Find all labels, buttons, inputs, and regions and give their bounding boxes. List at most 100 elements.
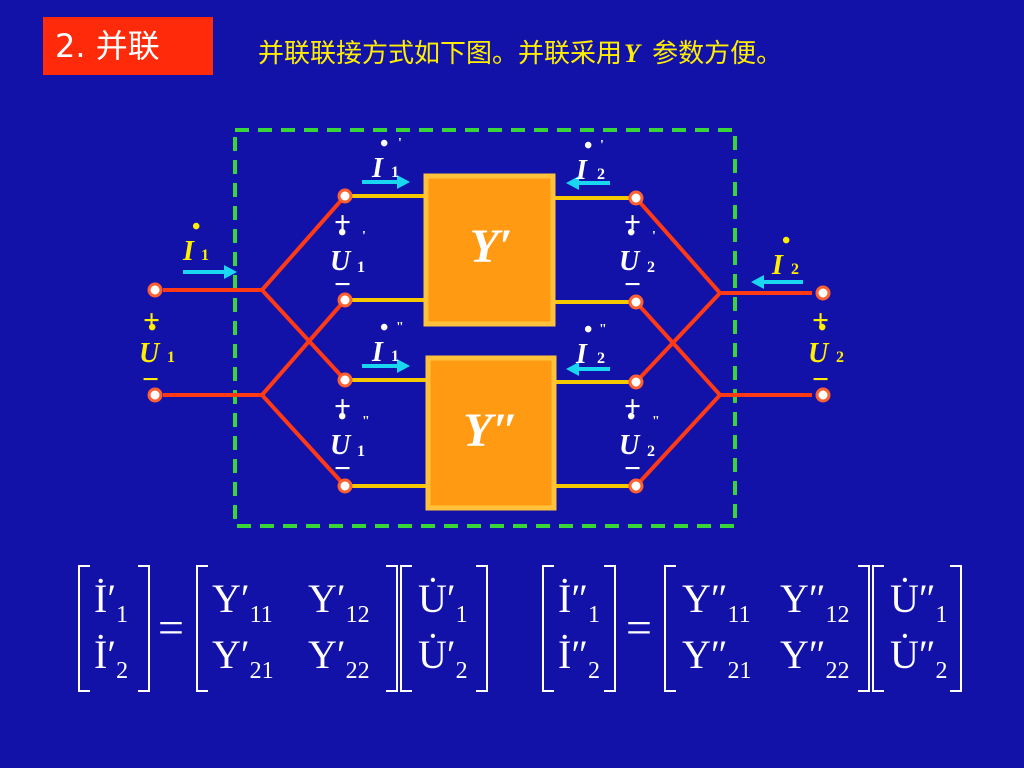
top-u1-symbol: U (330, 246, 352, 277)
bottom-u1-sub: 1 (357, 443, 365, 460)
y-matrix: Y″11 Y″12 Y″21 Y″22 (664, 565, 870, 692)
port1-current-symbol: I (182, 236, 195, 267)
port2-plus: + (812, 304, 829, 337)
top-i1-sub: 1 (391, 164, 399, 181)
two-port-box-top (423, 173, 556, 327)
top-i2-sub: 2 (597, 166, 605, 183)
svg-text:•: • (380, 131, 388, 157)
top-u1-plus: + (334, 206, 351, 239)
matrix-cell: Y″12 (780, 576, 850, 629)
terminal-port2-bottom (815, 387, 831, 403)
equation-double-prime: İ″1 İ″2 = Y″11 Y″12 Y″21 Y″22 U̇″1 U̇″2 (542, 565, 968, 695)
terminal-bottom-in-2 (337, 478, 353, 494)
bottom-u2-sub: 2 (647, 443, 655, 460)
rhs-vector: U̇″1 U̇″2 (872, 565, 962, 692)
bottom-i2-symbol: I (575, 339, 588, 370)
top-i2-mark: ' (600, 138, 604, 153)
terminal-port1-top (147, 282, 163, 298)
terminal-bottom-in-1 (337, 372, 353, 388)
equals-sign: = (626, 602, 652, 653)
matrix-cell: Y′11 (212, 576, 273, 629)
bottom-i2-mark: " (599, 322, 607, 337)
rhs-cell: U̇′1 (418, 576, 468, 629)
lhs-vector: İ′1 İ′2 (78, 565, 150, 692)
terminals (147, 188, 831, 494)
bottom-i2-sub: 2 (597, 350, 605, 367)
bottom-i1-sub: 1 (391, 348, 399, 365)
subtitle-param: Y (624, 39, 640, 68)
top-u2-mark: ' (652, 229, 656, 244)
terminal-top-in-2 (337, 292, 353, 308)
svg-text:•: • (584, 133, 592, 159)
top-u2-plus: + (624, 206, 641, 239)
bottom-u2-plus: + (624, 390, 641, 423)
matrix-cell: Y′22 (308, 632, 370, 685)
lhs-vector: İ″1 İ″2 (542, 565, 616, 692)
top-u1-sub: 1 (357, 259, 365, 276)
box-top-label: Y′ (470, 220, 513, 273)
slide-title: 2. 并联 (55, 27, 160, 65)
matrix-cell: Y′12 (308, 576, 370, 629)
terminal-top-out-2 (628, 294, 644, 310)
rhs-cell: U̇′2 (418, 632, 468, 685)
bottom-u1-symbol: U (330, 430, 352, 461)
port1-plus: + (143, 304, 160, 337)
terminal-port2-top (815, 285, 831, 301)
matrix-cell: Y′21 (212, 632, 274, 685)
dashed-enclosure (233, 128, 737, 528)
port2-current-sub: 2 (791, 261, 799, 278)
svg-text:•: • (627, 220, 635, 246)
bottom-u2-mark: " (652, 414, 660, 429)
terminal-bottom-out-1 (628, 374, 644, 390)
lhs-cell: İ″2 (558, 632, 600, 685)
top-i2-symbol: I (575, 155, 588, 186)
wires-yellow (345, 194, 636, 488)
subtitle-text-before: 并联联接方式如下图。并联采用 (258, 39, 623, 69)
port2-current-symbol: I (771, 250, 784, 281)
matrix-cell: Y″21 (682, 632, 752, 685)
box-labels: • I 1 ' • I 2 ' + • U 1 ' − + • U 2 ' − … (330, 131, 660, 485)
top-u1-minus: − (334, 268, 351, 301)
port2-voltage-symbol: U (808, 338, 830, 369)
terminal-bottom-out-2 (628, 478, 644, 494)
port2-voltage-sub: 2 (836, 349, 844, 366)
top-i1-mark: ' (398, 136, 402, 151)
port1-minus: − (142, 363, 159, 396)
top-i1-symbol: I (371, 153, 384, 184)
equals-sign: = (158, 602, 184, 653)
port1-voltage-sub: 1 (167, 349, 175, 366)
subtitle-text-after: 参数方便。 (643, 39, 783, 69)
port1-current-sub: 1 (201, 247, 209, 264)
svg-text:•: • (338, 404, 346, 430)
svg-text:•: • (192, 214, 200, 240)
top-u1-mark: ' (362, 229, 366, 244)
bottom-u1-minus: − (334, 452, 351, 485)
subtitle: 并联联接方式如下图。并联采用Y 参数方便。 (258, 36, 782, 72)
svg-text:•: • (584, 317, 592, 343)
svg-text:•: • (627, 404, 635, 430)
svg-text:•: • (380, 315, 388, 341)
rhs-vector: U̇′1 U̇′2 (400, 565, 488, 692)
top-u2-minus: − (624, 268, 641, 301)
bottom-u2-minus: − (624, 452, 641, 485)
equation-prime: İ′1 İ′2 = Y′11 Y′12 Y′21 Y′22 U̇′1 U̇′2 (78, 565, 498, 695)
svg-text:•: • (818, 315, 826, 341)
terminal-port1-bottom (147, 387, 163, 403)
port2-minus: − (812, 363, 829, 396)
top-u2-sub: 2 (647, 259, 655, 276)
lhs-cell: İ′2 (94, 632, 129, 685)
parallel-circuit-diagram: Y′ Y″ • I 1 + • U 1 − • I (139, 128, 844, 528)
two-port-box-bottom (425, 355, 557, 511)
bottom-i1-mark: " (396, 320, 404, 335)
box-bottom-label: Y″ (463, 404, 519, 457)
svg-text:•: • (148, 315, 156, 341)
bottom-u1-mark: " (362, 414, 370, 429)
bottom-u2-symbol: U (619, 430, 641, 461)
terminal-top-out-1 (628, 190, 644, 206)
terminal-top-in-1 (337, 188, 353, 204)
circuit-labels: • I 1 + • U 1 − • I 2 + • U 2 − (139, 214, 844, 396)
lhs-cell: İ′1 (94, 576, 129, 629)
port1-voltage-symbol: U (139, 338, 161, 369)
matrix-cell: Y″11 (682, 576, 751, 629)
rhs-cell: U̇″1 (890, 576, 948, 629)
